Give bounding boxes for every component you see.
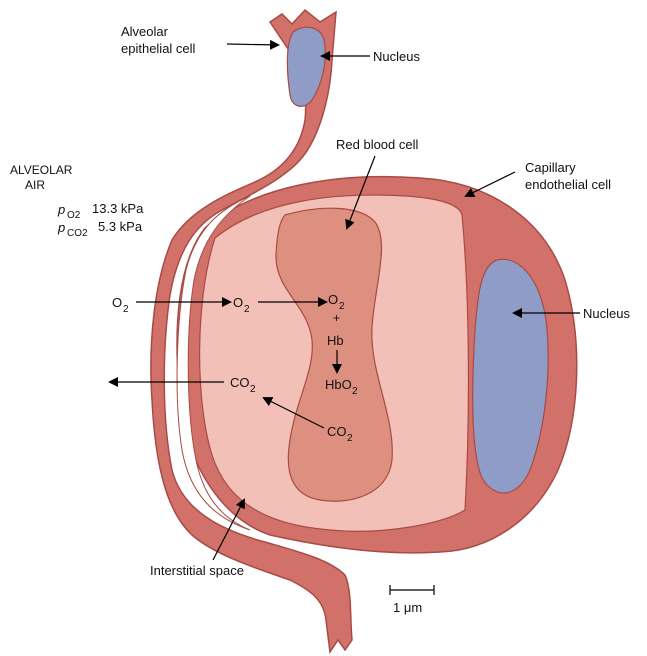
plus-sign: +: [333, 311, 340, 325]
alveolar-epithelial-label-line2: epithelial cell: [121, 41, 196, 56]
svg-text:2: 2: [244, 304, 250, 315]
o2-alveolar: O 2: [112, 295, 129, 315]
svg-text:CO: CO: [327, 424, 347, 439]
svg-text:O: O: [328, 292, 338, 307]
alveolar-air-label-line2: AIR: [25, 178, 45, 192]
scale-bar-label: 1 μm: [393, 600, 422, 615]
nucleus-right-label: Nucleus: [583, 306, 630, 321]
pco2-value: p CO2 5.3 kPa: [57, 219, 143, 239]
red-blood-cell-label: Red blood cell: [336, 137, 418, 152]
svg-text:CO2: CO2: [67, 228, 88, 239]
svg-text:O: O: [233, 295, 243, 310]
alveolar-epithelial-pointer-arrow: [227, 44, 278, 45]
svg-text:p: p: [57, 220, 65, 235]
svg-text:O2: O2: [67, 210, 81, 221]
svg-text:p: p: [57, 202, 65, 217]
hb-label: Hb: [327, 333, 344, 348]
svg-text:2: 2: [123, 304, 129, 315]
capillary-pointer-arrow: [466, 172, 515, 196]
svg-text:CO: CO: [230, 375, 250, 390]
svg-text:2: 2: [352, 386, 358, 397]
svg-text:13.3 kPa: 13.3 kPa: [92, 201, 144, 216]
svg-text:2: 2: [347, 433, 353, 444]
svg-text:HbO: HbO: [325, 377, 352, 392]
alveolar-epithelial-label-line1: Alveolar: [121, 24, 169, 39]
nucleus-top-label: Nucleus: [373, 49, 420, 64]
svg-text:2: 2: [250, 384, 256, 395]
svg-text:O: O: [112, 295, 122, 310]
capillary-label-line1: Capillary: [525, 160, 576, 175]
alveolar-air-label-line1: ALVEOLAR: [10, 163, 73, 177]
scale-bar: [390, 585, 434, 595]
po2-value: p O2 13.3 kPa: [57, 201, 144, 221]
capillary-label-line2: endothelial cell: [525, 177, 611, 192]
svg-text:5.3 kPa: 5.3 kPa: [98, 219, 143, 234]
interstitial-space-label: Interstitial space: [150, 563, 244, 578]
